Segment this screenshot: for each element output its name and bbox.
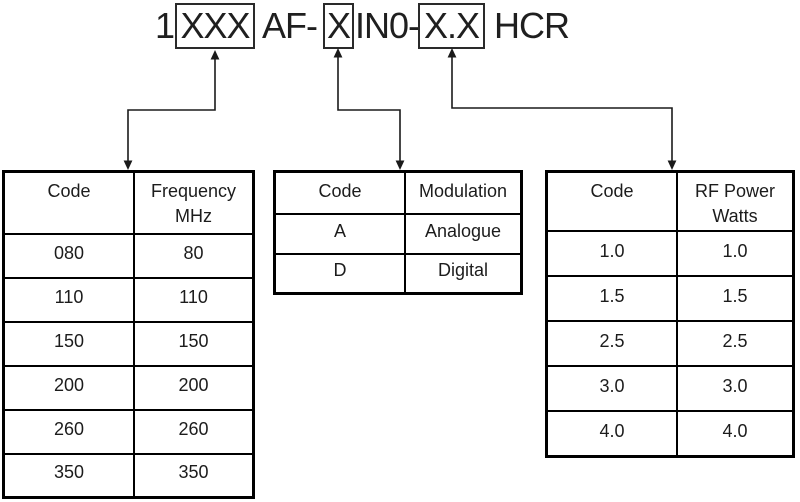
column-header: RF Power Watts bbox=[676, 170, 795, 233]
table-cell: 4.0 bbox=[545, 410, 678, 458]
table-cell: 80 bbox=[133, 232, 255, 279]
table-cell: 350 bbox=[133, 452, 255, 499]
table-cell: 110 bbox=[133, 276, 255, 323]
column-header: Code bbox=[2, 170, 135, 235]
arrow-down-icon bbox=[395, 160, 405, 170]
connector-rf-power bbox=[447, 48, 677, 170]
model-mid-segment-1: AF- bbox=[262, 5, 318, 46]
table-cell: 1.0 bbox=[676, 230, 795, 278]
table-cell: 3.0 bbox=[676, 365, 795, 413]
table-cell: 200 bbox=[133, 364, 255, 411]
table-cell: 1.5 bbox=[676, 275, 795, 323]
connector-frequency bbox=[123, 50, 220, 170]
column-header: Code bbox=[545, 170, 678, 233]
column-header: Frequency MHz bbox=[133, 170, 255, 235]
model-number: 1 XXX AF- X IN0- X.X HCR bbox=[0, 0, 800, 58]
frequency-code-box: XXX bbox=[175, 3, 255, 49]
table-cell: 110 bbox=[2, 276, 135, 323]
table-cell: A bbox=[273, 212, 406, 255]
arrow-down-icon bbox=[123, 160, 133, 170]
modulation-code-box: X bbox=[323, 3, 354, 49]
model-suffix: HCR bbox=[494, 5, 570, 46]
table-cell: 1.0 bbox=[545, 230, 678, 278]
table-cell: 260 bbox=[2, 408, 135, 455]
table-cell: D bbox=[273, 252, 406, 295]
arrow-down-icon bbox=[667, 160, 677, 170]
table-cell: 2.5 bbox=[676, 320, 795, 368]
table-cell: 4.0 bbox=[676, 410, 795, 458]
model-mid-segment-2: IN0- bbox=[355, 5, 420, 46]
model-prefix: 1 bbox=[155, 5, 175, 46]
table-cell: 3.0 bbox=[545, 365, 678, 413]
connector-modulation bbox=[333, 48, 405, 170]
table-cell: 150 bbox=[2, 320, 135, 367]
table-cell: 350 bbox=[2, 452, 135, 499]
column-header: Code bbox=[273, 170, 406, 215]
table-cell: Digital bbox=[404, 252, 523, 295]
power-code-box: X.X bbox=[418, 3, 485, 49]
table-cell: 150 bbox=[133, 320, 255, 367]
table-cell: Analogue bbox=[404, 212, 523, 255]
table-cell: 260 bbox=[133, 408, 255, 455]
table-cell: 2.5 bbox=[545, 320, 678, 368]
column-header: Modulation bbox=[404, 170, 523, 215]
table-cell: 200 bbox=[2, 364, 135, 411]
table-cell: 1.5 bbox=[545, 275, 678, 323]
table-cell: 080 bbox=[2, 232, 135, 279]
